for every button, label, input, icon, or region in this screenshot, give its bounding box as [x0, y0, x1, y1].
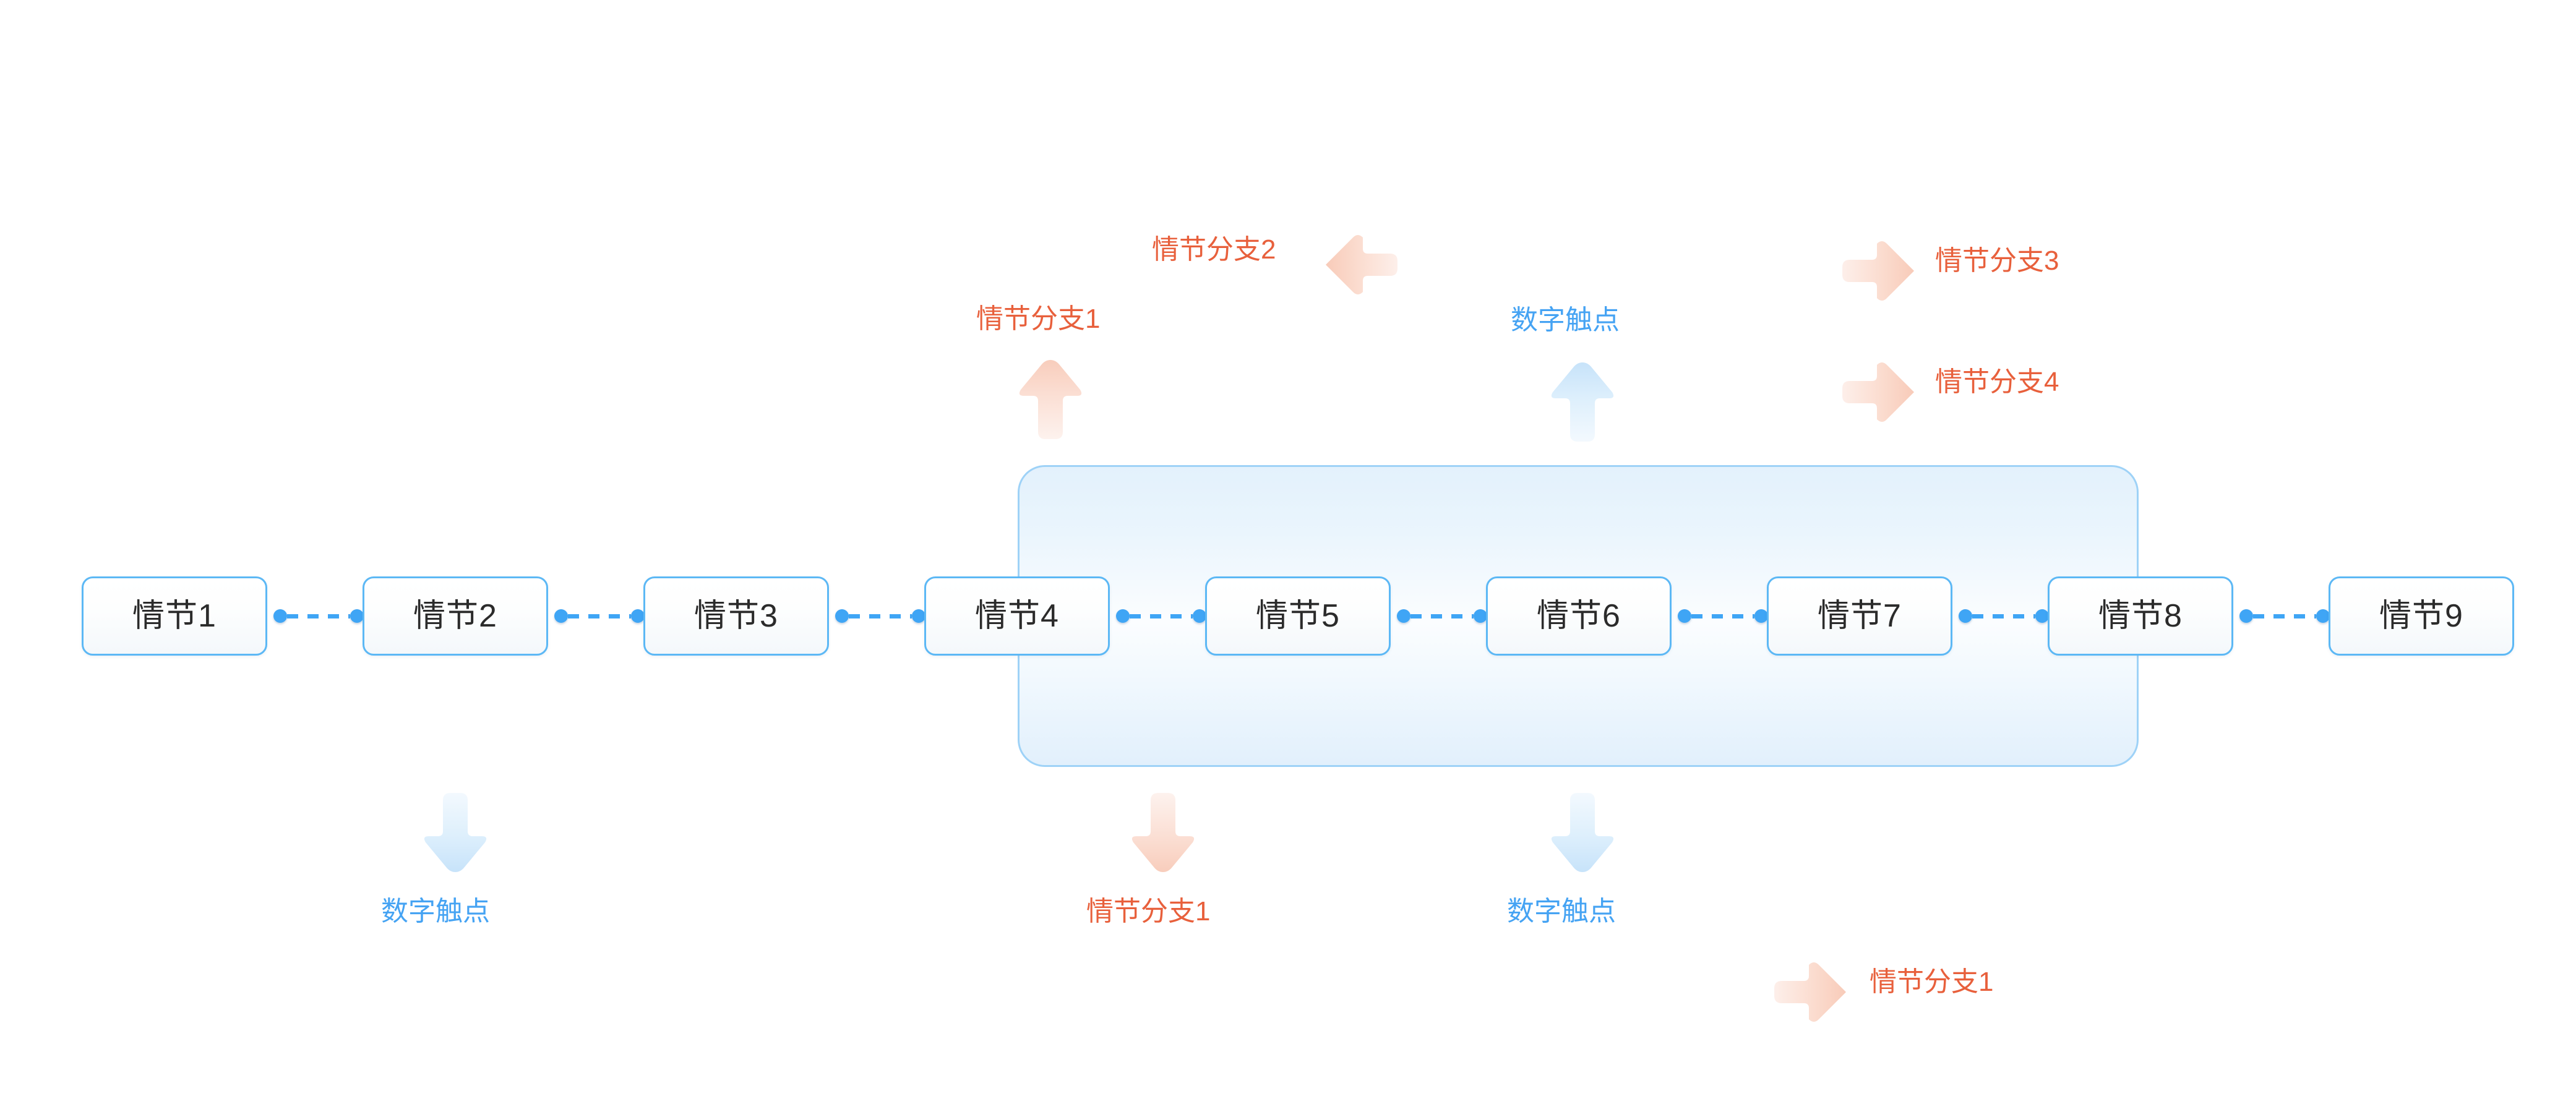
callout-label-touchpoint-mid: 数字触点: [1507, 896, 1616, 927]
up-arrow-icon: [1548, 359, 1617, 445]
node-label: 情节1: [132, 598, 217, 634]
down-arrow-icon: [1128, 789, 1198, 876]
connector-line: [1130, 614, 1193, 618]
connector-3-4: [835, 609, 925, 623]
node-label: 情节7: [1818, 598, 1902, 634]
connector-line: [568, 614, 631, 618]
connector-dot: [1678, 609, 1691, 623]
connector-dot: [1116, 609, 1130, 623]
connector-line: [1691, 614, 1754, 618]
connector-2-3: [554, 609, 645, 623]
left-arrow-icon: [1321, 230, 1401, 299]
timeline-node-6[interactable]: 情节6: [1486, 576, 1672, 656]
connector-dot: [1754, 609, 1768, 623]
connector-dot: [912, 609, 925, 623]
callout-label-branch-2: 情节分支2: [1152, 234, 1276, 265]
connector-dot: [2239, 609, 2253, 623]
callout-label-branch-1-right: 情节分支1: [1870, 967, 1994, 997]
connector-4-5: [1116, 609, 1206, 623]
callout-label-branch-1-bottom: 情节分支1: [1086, 896, 1211, 927]
connector-dot: [273, 609, 287, 623]
node-label: 情节2: [413, 598, 497, 634]
timeline-node-4[interactable]: 情节4: [924, 576, 1110, 656]
connector-8-9: [2239, 609, 2330, 623]
right-arrow-icon: [1839, 357, 1919, 427]
callout-label-touchpoint-top: 数字触点: [1511, 305, 1620, 335]
node-label: 情节4: [975, 598, 1059, 634]
connector-dot: [1397, 609, 1410, 623]
right-arrow-icon: [1771, 957, 1851, 1027]
timeline-node-8[interactable]: 情节8: [2048, 576, 2233, 656]
connector-line: [1972, 614, 2035, 618]
connector-line: [849, 614, 912, 618]
connector-7-8: [1959, 609, 2049, 623]
connector-dot: [1193, 609, 1206, 623]
timeline-node-1[interactable]: 情节1: [82, 576, 267, 656]
connector-dot: [2316, 609, 2330, 623]
connector-dot: [631, 609, 645, 623]
node-label: 情节8: [2098, 598, 2183, 634]
timeline-node-2[interactable]: 情节2: [363, 576, 548, 656]
connector-line: [2253, 614, 2316, 618]
connector-dot: [1959, 609, 1972, 623]
connector-dot: [2035, 609, 2049, 623]
up-arrow-icon: [1016, 356, 1085, 443]
connector-dot: [1474, 609, 1487, 623]
connector-5-6: [1397, 609, 1487, 623]
connector-dot: [554, 609, 568, 623]
node-label: 情节9: [2379, 598, 2463, 634]
node-label: 情节6: [1537, 598, 1621, 634]
connector-dot: [835, 609, 849, 623]
connector-6-7: [1678, 609, 1768, 623]
callout-label-branch-3: 情节分支3: [1935, 246, 2059, 276]
connector-line: [1410, 614, 1474, 618]
timeline-node-7[interactable]: 情节7: [1767, 576, 1952, 656]
timeline-node-5[interactable]: 情节5: [1205, 576, 1391, 656]
connector-dot: [350, 609, 364, 623]
right-arrow-icon: [1839, 236, 1919, 306]
node-label: 情节3: [694, 598, 778, 634]
connector-line: [287, 614, 350, 618]
callout-label-branch-4: 情节分支4: [1935, 367, 2059, 397]
node-label: 情节5: [1256, 598, 1340, 634]
callout-label-branch-1-top: 情节分支1: [976, 304, 1101, 334]
down-arrow-icon: [421, 789, 490, 876]
timeline-node-3[interactable]: 情节3: [643, 576, 829, 656]
timeline-node-9[interactable]: 情节9: [2329, 576, 2514, 656]
connector-1-2: [273, 609, 364, 623]
down-arrow-icon: [1548, 789, 1617, 876]
callout-label-touchpoint-left: 数字触点: [381, 896, 490, 927]
